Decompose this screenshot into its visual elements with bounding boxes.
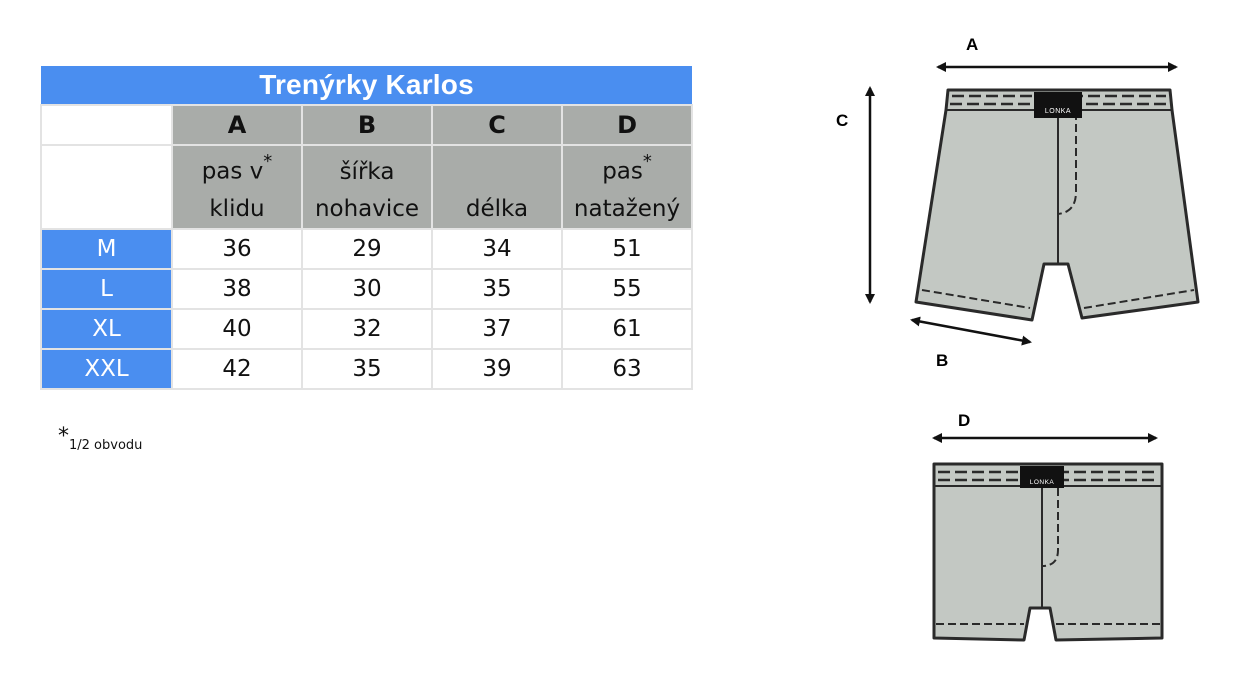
size-chart-table: Trenýrky Karlos A B C D pas v* klidu šíř… <box>40 66 694 390</box>
desc-line1: šířka <box>339 158 395 185</box>
table-row: M 36 29 34 51 <box>40 227 694 270</box>
column-letter-a: A <box>171 104 303 146</box>
table-title: Trenýrky Karlos <box>41 66 693 105</box>
table-row: XL 40 32 37 61 <box>40 307 694 350</box>
corner-cell <box>40 104 173 146</box>
column-desc-b: šířka nohavice <box>301 144 433 230</box>
desc-line2: klidu <box>209 195 265 222</box>
table-row: L 38 30 35 55 <box>40 267 694 310</box>
value-cell: 35 <box>301 347 433 390</box>
asterisk: * <box>263 151 273 172</box>
shorts-stretched-view: LONKA <box>932 462 1164 642</box>
value-cell: 40 <box>171 307 303 350</box>
table-row: XXL 42 35 39 63 <box>40 347 694 390</box>
footnote-text: 1/2 obvodu <box>69 438 143 453</box>
value-cell: 42 <box>171 347 303 390</box>
value-cell: 63 <box>560 347 694 390</box>
column-letter-d: D <box>560 104 694 146</box>
brand-label-text: LONKA <box>1045 108 1071 115</box>
desc-line2: nohavice <box>314 195 420 222</box>
size-label: XXL <box>40 347 173 390</box>
label-b: B <box>936 351 948 370</box>
value-cell: 51 <box>560 227 694 270</box>
footnote-asterisk: * <box>58 424 69 449</box>
brand-label <box>1034 92 1082 118</box>
column-desc-c: délka <box>431 144 563 230</box>
value-cell: 34 <box>431 227 563 270</box>
value-cell: 30 <box>301 267 433 310</box>
brand-label <box>1020 466 1064 488</box>
desc-line2: délka <box>465 195 529 222</box>
label-a: A <box>966 35 978 54</box>
value-cell: 29 <box>301 227 433 270</box>
size-label: L <box>40 267 173 310</box>
value-cell: 61 <box>560 307 694 350</box>
column-desc-d: pas* natažený <box>560 144 694 230</box>
measurement-diagram: A C LONKA B D LONKA <box>836 35 1200 642</box>
value-cell: 32 <box>301 307 433 350</box>
column-desc-a: pas v* klidu <box>171 144 303 230</box>
value-cell: 39 <box>431 347 563 390</box>
brand-label-text: LONKA <box>1030 479 1055 486</box>
hem-stitch-right <box>1083 289 1195 309</box>
value-cell: 35 <box>431 267 563 310</box>
desc-line1: pas <box>602 158 643 185</box>
desc-line2: natažený <box>573 195 681 222</box>
description-row: pas v* klidu šířka nohavice délka pas* n… <box>40 144 694 230</box>
label-c: C <box>836 111 848 130</box>
corner-cell <box>40 144 173 230</box>
fly-stitch <box>1041 488 1059 567</box>
value-cell: 38 <box>171 267 303 310</box>
label-d: D <box>958 411 970 430</box>
size-label: M <box>40 227 173 270</box>
column-letter-b: B <box>301 104 433 146</box>
fly-stitch <box>1057 112 1077 215</box>
desc-line1: pas v <box>201 158 264 185</box>
value-cell: 55 <box>560 267 694 310</box>
shorts-front-view: LONKA <box>914 88 1200 322</box>
title-row: Trenýrky Karlos <box>41 66 693 105</box>
footnote: *1/2 obvodu <box>58 420 142 453</box>
hem-stitch-left <box>921 289 1031 309</box>
asterisk: * <box>642 151 652 172</box>
value-cell: 37 <box>431 307 563 350</box>
size-label: XL <box>40 307 173 350</box>
column-letter-c: C <box>431 104 563 146</box>
letter-row: A B C D <box>40 104 694 146</box>
shorts-body <box>932 462 1164 642</box>
arrow-b <box>910 316 1032 346</box>
value-cell: 36 <box>171 227 303 270</box>
